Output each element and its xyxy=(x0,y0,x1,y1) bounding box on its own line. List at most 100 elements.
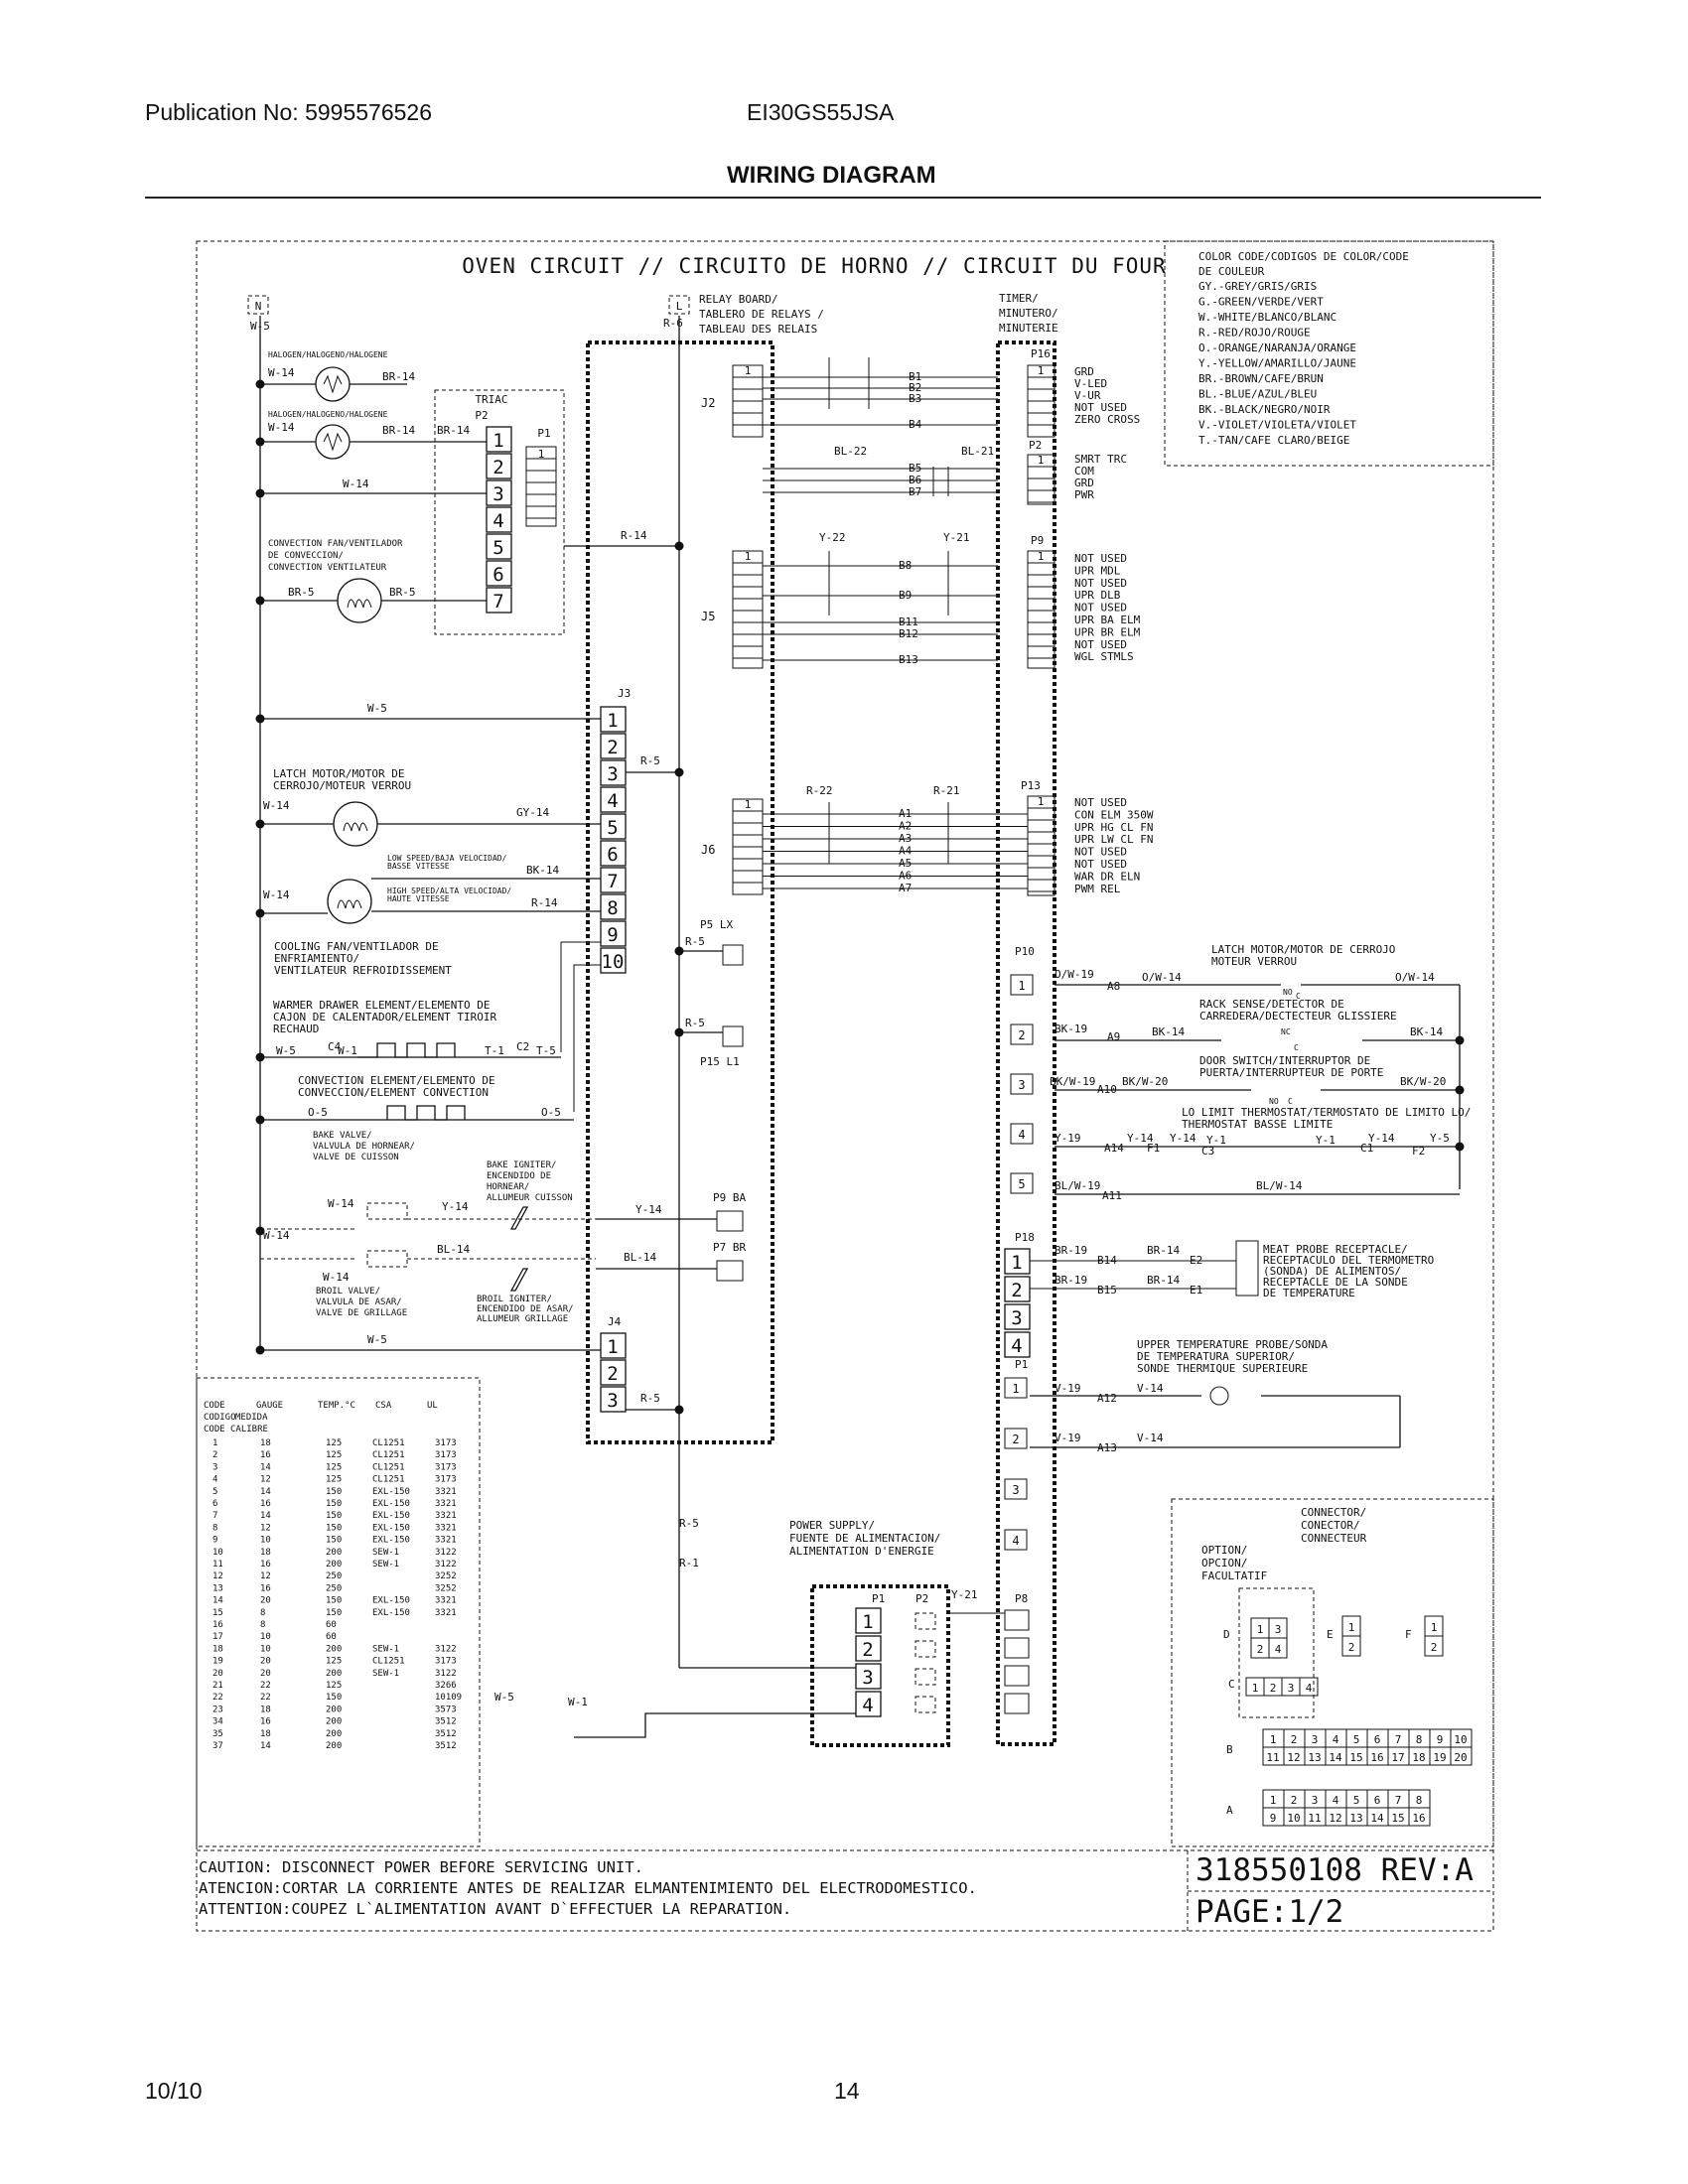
gauge-table-cell: 10 xyxy=(260,1632,271,1642)
triac-pin-number: 7 xyxy=(492,591,503,613)
power-supply-label: FUENTE DE ALIMENTACION/ xyxy=(789,1532,940,1545)
connector-label: P5 LX xyxy=(700,918,733,931)
wire-label: BK-14 xyxy=(526,864,559,877)
page-title: WIRING DIAGRAM xyxy=(727,162,936,189)
connector-d-pin xyxy=(1268,1637,1288,1659)
connector-a-number: 4 xyxy=(1333,1794,1339,1807)
connector-label: J3 xyxy=(618,687,631,700)
connector-legend-title: CONECTOR/ xyxy=(1301,1519,1360,1532)
wire-label: W-14 xyxy=(328,1197,354,1210)
wire-label: BK/W-20 xyxy=(1122,1075,1168,1088)
gauge-table-cell: 14 xyxy=(260,1511,271,1521)
wire-label: A3 xyxy=(899,832,912,845)
pin-number: 1 xyxy=(745,798,752,811)
connector-d-number: 4 xyxy=(1275,1643,1282,1656)
option-box xyxy=(1238,1587,1315,1718)
wire-label: F1 xyxy=(1147,1142,1160,1155)
gauge-table-cell: 8 xyxy=(212,1523,217,1533)
junction-dot xyxy=(255,819,265,829)
wire-label: A7 xyxy=(899,882,912,894)
wire-label: B9 xyxy=(899,589,912,602)
bake-igniter xyxy=(509,1206,529,1230)
gauge-table-cell: 200 xyxy=(326,1717,342,1727)
wire-label: BL-14 xyxy=(624,1251,656,1264)
connector-label: J2 xyxy=(701,396,715,410)
gauge-table-cell: 3122 xyxy=(435,1669,457,1679)
gauge-table-cell: 16 xyxy=(260,1499,271,1509)
p9-pin-label: NOT USED xyxy=(1074,552,1127,565)
color-code-entry: R.-RED/ROJO/ROUGE xyxy=(1198,327,1311,340)
connector-label: P2 xyxy=(1029,439,1042,452)
p5-terminal xyxy=(722,944,744,966)
meat-probe-receptacle xyxy=(1235,1240,1259,1297)
option-label: OPTION/ xyxy=(1201,1544,1247,1557)
triac-pin-box xyxy=(486,453,512,479)
wire-label: B4 xyxy=(909,418,922,431)
neutral-terminal xyxy=(247,295,269,315)
wire-label: V-19 xyxy=(1055,1382,1081,1395)
wire-label: Y-14 xyxy=(1368,1132,1395,1145)
j3-pin-number: 9 xyxy=(607,924,618,946)
gauge-table-cell: 11 xyxy=(212,1560,223,1570)
gauge-table-cell: 14 xyxy=(260,1462,271,1472)
gauge-table-cell: 3573 xyxy=(435,1705,457,1714)
gauge-table-cell: 150 xyxy=(326,1596,342,1606)
gauge-table-cell: 3321 xyxy=(435,1536,457,1546)
gauge-table-cell: 150 xyxy=(326,1608,342,1618)
pin-number: 1 xyxy=(1038,795,1045,808)
wire-path xyxy=(573,964,601,1112)
wire-label: W-1 xyxy=(568,1696,588,1708)
motor-coil xyxy=(337,899,362,909)
gauge-table-cell: 9 xyxy=(212,1536,217,1546)
connector-b-number: 16 xyxy=(1370,1751,1383,1764)
fan-speed-label: HAUTE VITESSE xyxy=(387,894,450,903)
triac-pin-number: 2 xyxy=(492,457,503,478)
gauge-table-cell: 150 xyxy=(326,1536,342,1546)
triac-pin-number: 3 xyxy=(492,483,503,505)
relay-board-label: RELAY BOARD/ xyxy=(699,293,777,306)
connector-d-number: 3 xyxy=(1275,1623,1282,1636)
cooling-fan-label: COOLING FAN/VENTILADOR DE xyxy=(274,940,439,953)
p1-pin-box xyxy=(1004,1529,1028,1551)
p13-pin-label: UPR LW CL FN xyxy=(1074,833,1153,846)
connector-b-number: 11 xyxy=(1266,1751,1279,1764)
wire-label: W-1 xyxy=(338,1044,357,1057)
power-supply-pin-box xyxy=(855,1691,882,1717)
color-code-box xyxy=(1164,240,1494,467)
wire-label: C4 xyxy=(328,1040,342,1053)
wire-label: A2 xyxy=(899,820,912,833)
gauge-table-cell: 3173 xyxy=(435,1475,457,1485)
connector-a-number: 5 xyxy=(1353,1794,1360,1807)
gauge-table-cell: 12 xyxy=(260,1571,271,1581)
gauge-table-cell: 12 xyxy=(260,1523,271,1533)
model-number: EI30GS55JSA xyxy=(747,99,895,125)
wire-label: F2 xyxy=(1412,1145,1425,1158)
power-supply-pin-number: 4 xyxy=(862,1695,873,1716)
wire-label: Y-1 xyxy=(1206,1134,1226,1147)
junction-dot xyxy=(674,946,684,956)
connector-b-number: 18 xyxy=(1412,1751,1425,1764)
wire-label: R-5 xyxy=(640,1392,660,1405)
triac-pin-box xyxy=(486,506,512,533)
connector-a-number: 13 xyxy=(1349,1812,1362,1825)
wire-label: C2 xyxy=(516,1040,529,1053)
triac-pin-number: 5 xyxy=(492,537,503,559)
bake-valve-coil xyxy=(366,1202,408,1220)
p18-pin-number: 1 xyxy=(1011,1252,1022,1274)
wire-label: Y-19 xyxy=(1055,1132,1081,1145)
j3-pin-number: 8 xyxy=(607,897,618,919)
oven-circuit-title: OVEN CIRCUIT // CIRCUITO DE HORNO // CIR… xyxy=(462,254,1166,278)
latch-motor-label: CERROJO/MOTEUR VERROU xyxy=(273,779,411,792)
bake-igniter-label: ENCENDIDO DE xyxy=(487,1171,551,1181)
switch-label: NC xyxy=(1281,1027,1291,1036)
connector-legend-title: CONNECTEUR xyxy=(1301,1532,1367,1545)
wire-label: BL-22 xyxy=(834,445,867,458)
wire-label: A9 xyxy=(1107,1030,1120,1043)
gauge-table-cell: 125 xyxy=(326,1450,342,1460)
wire-label: B8 xyxy=(899,559,912,572)
j3-pin-number: 5 xyxy=(607,817,618,839)
wire-label: BR-19 xyxy=(1055,1244,1087,1257)
convection-element xyxy=(386,1105,466,1121)
junction-dot xyxy=(255,1226,265,1236)
gauge-table-cell: 125 xyxy=(326,1438,342,1448)
